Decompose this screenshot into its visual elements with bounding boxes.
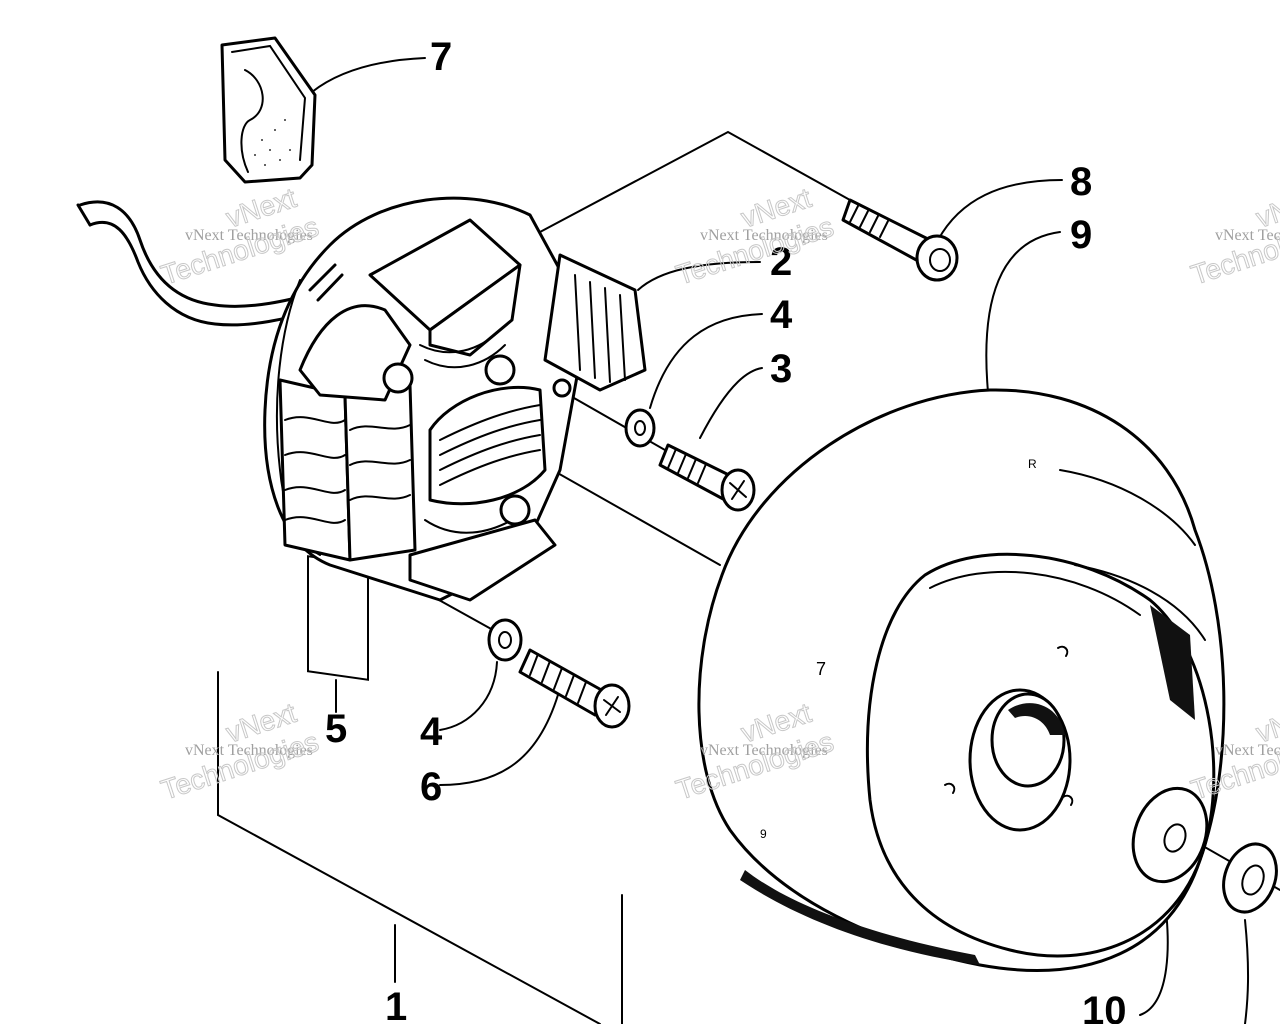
flywheel-mark-seven: 7: [816, 659, 826, 679]
callouts: 1 2 3 4 4 5 6 7 8 9 10: [325, 35, 1127, 1024]
wire-harness: [76, 200, 322, 327]
watermark-small-text: vNext Technologies: [1215, 742, 1280, 759]
callout-4-upper: 4: [770, 293, 793, 337]
callout-5: 5: [325, 707, 347, 751]
screw-part-3: [658, 443, 756, 512]
callout-10: 10: [1082, 989, 1127, 1024]
washer-part-10: [1131, 786, 1209, 884]
bolt-part-8: [841, 198, 959, 282]
lock-washer: [1222, 842, 1278, 914]
hub-holes: [944, 645, 1074, 806]
flywheel-mark-r: R: [1028, 457, 1037, 471]
callout-2: 2: [770, 240, 792, 284]
callout-9: 9: [1070, 213, 1092, 257]
stator-screw-heads: [382, 354, 572, 526]
screw-part-6: [518, 648, 631, 729]
callout-4-lower: 4: [420, 710, 443, 754]
watermark-small-text: vNext Technologies: [185, 742, 313, 759]
stator-part-2: [263, 196, 647, 602]
watermark-small-text: vNext Technologies: [700, 227, 828, 244]
watermark-top-right: vNext Technologies vNext Technologies: [1187, 182, 1280, 292]
callout-8: 8: [1070, 160, 1092, 204]
callout-7: 7: [430, 35, 452, 79]
flywheel-mark-nine: 9: [760, 827, 767, 841]
leader-lines: [217, 57, 1280, 1024]
watermark-small-text: vNext Technologies: [700, 742, 828, 759]
watermark-small-text: vNext Technologies: [185, 227, 313, 244]
flywheel-part-9: R 7 9: [697, 388, 1226, 972]
callout-1: 1: [385, 985, 407, 1024]
watermark-top-word: vNext: [1252, 182, 1280, 234]
watermark-top-left: vNext Technologies vNext Technologies: [157, 182, 323, 292]
pad-part-7: [220, 36, 317, 184]
callout-6: 6: [420, 765, 442, 809]
watermark-bottom-left: vNext Technologies vNext Technologies: [157, 697, 323, 807]
washer-part-4-lower: [487, 618, 523, 662]
watermark-small-text: vNext Technologies: [1215, 227, 1280, 244]
watermark-top-center: vNext Technologies vNext Technologies: [672, 182, 838, 292]
washer-part-4-upper: [624, 408, 656, 448]
callout-3: 3: [770, 347, 792, 391]
watermark-top-word: vNext: [1252, 697, 1280, 749]
